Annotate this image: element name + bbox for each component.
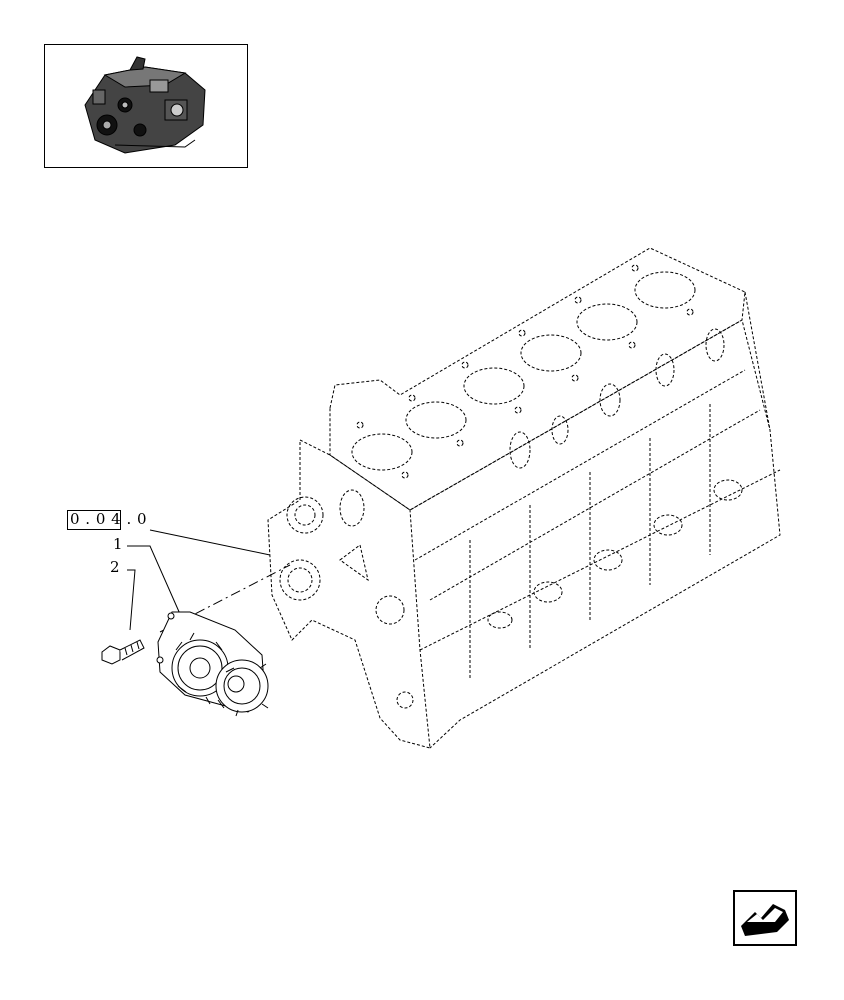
callout-2-label: 2 [110, 558, 120, 576]
leader-lines [127, 529, 291, 633]
reference-box [67, 510, 121, 530]
callout-1-leader [127, 545, 181, 615]
engine-block-outline [267, 247, 781, 749]
oil-pump-part [156, 611, 269, 717]
ref-leader-line [149, 529, 271, 556]
callout-2-leader [127, 569, 136, 631]
next-page-arrow-icon [741, 904, 789, 936]
callout-1-label: 1 [113, 535, 123, 553]
bolt-part [101, 639, 145, 665]
engine-thumbnail-icon [84, 56, 206, 154]
engine-thumbnail-frame [44, 44, 248, 168]
next-page-button[interactable] [733, 890, 797, 946]
reference-code: 0 . 0 4 . 0 [70, 510, 148, 528]
